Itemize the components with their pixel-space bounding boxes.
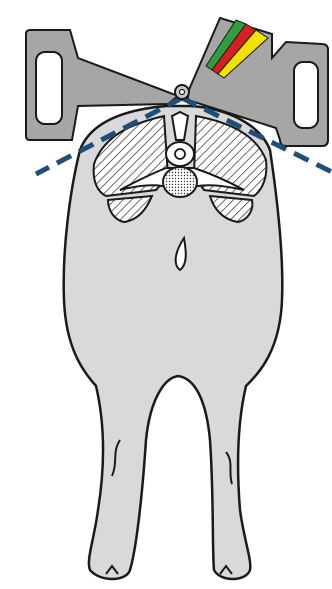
pivot-screw-center [180,90,185,95]
spinal-canal [175,149,185,159]
vertebra-spinous-process [172,112,188,140]
vertebral-body [163,167,197,197]
right-strap-slot [294,62,318,128]
left-strap-slot [36,52,62,124]
